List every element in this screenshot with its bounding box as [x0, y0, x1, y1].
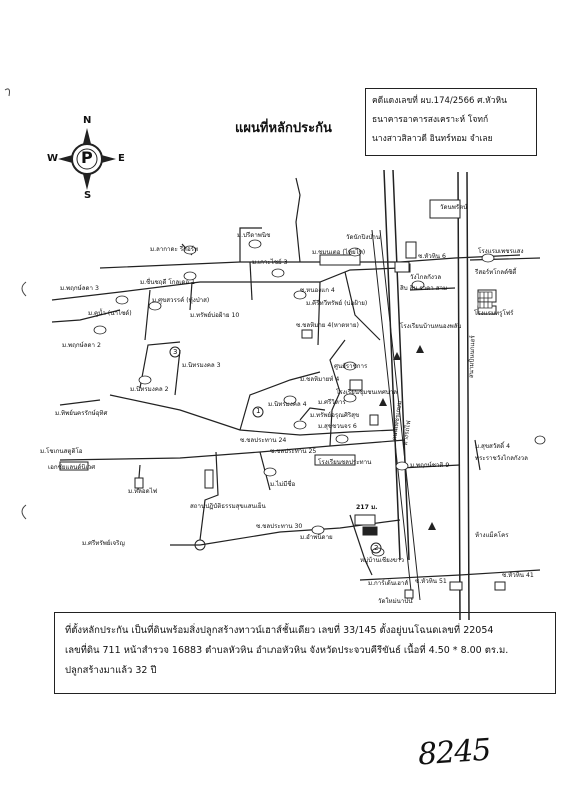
compass-south: S — [84, 190, 92, 201]
collateral-description-box: ที่ตั้งหลักประกัน เป็นที่ดินพร้อมสิ่งปลู… — [54, 612, 556, 694]
compass-icon — [58, 128, 116, 190]
petchkasem-road — [371, 229, 421, 601]
map-label: โรงแรมเพชรแสง — [478, 248, 524, 255]
map-label: ม.ศรีทรัพย์เจริญ — [82, 540, 125, 547]
map-label: วัดนพรัตน์ — [440, 204, 468, 211]
map-label: ศูนย์ราชการ — [334, 363, 368, 370]
map-label: ม.ทรัพย์บ่อฝ้าย 10 — [190, 312, 240, 319]
map-label: ซ.หนองแก 4 — [300, 287, 335, 294]
compass-west: W — [47, 153, 59, 164]
handwritten-number: 8245 — [416, 732, 492, 773]
description-line: เลขที่ดิน 711 หน้าสำรวจ 16883 ตำบลหัวหิน… — [65, 645, 509, 656]
punch-mark — [21, 504, 27, 520]
map-label: ม.คีรีทวีทรัพย์ (บ่อฝ้าย) — [306, 300, 368, 307]
map-label: วังไกลกังวล — [410, 274, 442, 281]
arrow-icon — [379, 398, 387, 406]
map-label: ม.เกาะไชย์ 3 — [252, 259, 288, 266]
map-label: ม.ปรีดาพนิช — [237, 232, 271, 239]
map-label: ม.พฤกษ์ลดา 3 — [60, 285, 99, 292]
map-label: สิบ สิบ ราคา สาม — [400, 285, 448, 292]
map-label: ห้างแม็คโคร — [475, 532, 509, 539]
arrow-icon — [416, 345, 424, 353]
map-label: ม.ศรีวิหาร — [318, 399, 346, 406]
map-label: ม.พฤกษ์ชาติ 9 — [410, 462, 450, 469]
compass-north: N — [83, 115, 92, 126]
highway-road — [383, 169, 410, 561]
map-label: 217 ม. — [356, 504, 378, 511]
map-label: ซ.ชลประทาน 24 — [240, 437, 287, 444]
map-label: ม.การ์เด้นเฮาส์ — [368, 580, 409, 587]
marker-3: 3 — [173, 348, 178, 356]
map-label: ซ.หัวหิน 51 — [415, 578, 447, 585]
map-label: ซ.ชลประทาน 25 — [270, 448, 317, 455]
punch-mark — [21, 281, 27, 297]
map-label: ซ.หัวหิน 6 — [418, 253, 446, 260]
map-label: ม.ทรัพย์อรุณศิริสุข — [310, 412, 360, 419]
map-label: วัดนักปิงป่าน — [346, 234, 381, 241]
map-label: สนามบินนกแอร์ — [468, 335, 477, 379]
secondary-roads — [51, 177, 541, 581]
map-label: ม.ชลหิมายท์ 4 — [300, 376, 340, 383]
railway-road — [457, 171, 470, 621]
description-line: ปลูกสร้างมาแล้ว 32 ปี — [65, 665, 157, 676]
circle-icon — [169, 346, 382, 554]
arrow-icon — [393, 352, 401, 360]
map-label: โรงเรียนชลประทาน — [318, 459, 372, 466]
map-label: ม.ทิพย์นครรักษ์อุทิศ — [55, 410, 108, 417]
map-label: พระราชวังไกลกังวล — [475, 455, 528, 462]
map-label: ม.ลากาดะ รีสอร์ท — [150, 246, 199, 253]
map-label: เอกชัยแลนด์นิเวศ — [48, 464, 96, 471]
case-number: คดีแดงเลขที่ ผบ.174/2566 ศ.หัวหิน — [372, 96, 507, 106]
map-label: ม.สุขสวัสดิ์ 4 — [475, 443, 511, 450]
map-label: ม.คูน้ำ (นาไซด์) — [88, 310, 132, 317]
map-title: แผนที่หลักประกัน — [235, 121, 332, 136]
map-label: โรงเรียนชุมชนเทศบาล — [336, 389, 397, 396]
hatch-blocks — [477, 291, 493, 309]
landmark-icons — [59, 199, 506, 599]
map-label: โรงแรมทรูโฟร์ — [474, 310, 514, 317]
defendant: นางสาวสิลาวดี อินทร์หอม จำเลย — [372, 134, 493, 144]
map-label: ม.พฤกษ์ลดา 2 — [62, 342, 101, 349]
map-label: ซ.ชลประทาน 30 — [256, 523, 303, 530]
map-label: ม.ศุขสวรรค์ (ทุ่งป่าส) — [152, 297, 210, 304]
compass-center: P — [81, 148, 93, 167]
map-label: ม.นิทรมงคล 3 — [182, 362, 221, 369]
case-info-box: คดีแดงเลขที่ ผบ.174/2566 ศ.หัวหิน ธนาคาร… — [365, 88, 537, 156]
description-line: ที่ตั้งหลักประกัน เป็นที่ดินพร้อมสิ่งปลู… — [65, 625, 494, 636]
map-label: ม.นิทรมงคล 2 — [130, 386, 169, 393]
map-label: ม.ชื่นชฤดี โกลเดอ 1 — [140, 279, 196, 286]
map-label: ม.โชเกนสตูดิโอ — [40, 448, 83, 455]
map-label: ม.หลอดไฟ — [128, 488, 158, 495]
map-label: ซ.หัวหิน 41 — [502, 572, 534, 579]
house-icons — [93, 239, 546, 557]
map-label: รีสอร์ทโกลด์ซิตี้ — [475, 269, 517, 276]
map-label: ม.ไม่มีชื่อ — [270, 481, 296, 488]
arrow-icon — [428, 522, 436, 530]
map-label: โรงเรียนบ้านหนองพลับ — [400, 323, 462, 330]
map-label: ม.ชมนเตอ (ไทยไท) — [312, 249, 366, 256]
map-label: ม.นิทรมงคล 4 — [268, 401, 307, 408]
corner-mark — [4, 88, 10, 97]
marker-2: 2 — [374, 544, 379, 552]
map-label: ซ.ชลหิมาย 4(หาดหาย) — [296, 322, 359, 329]
plaintiff: ธนาคารอาคารสงเคราะห์ โจทก์ — [372, 115, 489, 125]
map-label: ม.สุขชวนจร 6 — [318, 423, 357, 430]
map-label: ม.อำพนิดาย — [300, 534, 333, 541]
map-label: สถานปฏิบัติธรรมสุขแสนเย็น — [190, 503, 266, 510]
map-label: หมู่บ้านเชียงขาว — [360, 557, 404, 564]
marker-1: 1 — [256, 407, 261, 415]
map-label: วัดใหม่นาปน — [378, 598, 413, 605]
compass-east: E — [118, 153, 125, 164]
